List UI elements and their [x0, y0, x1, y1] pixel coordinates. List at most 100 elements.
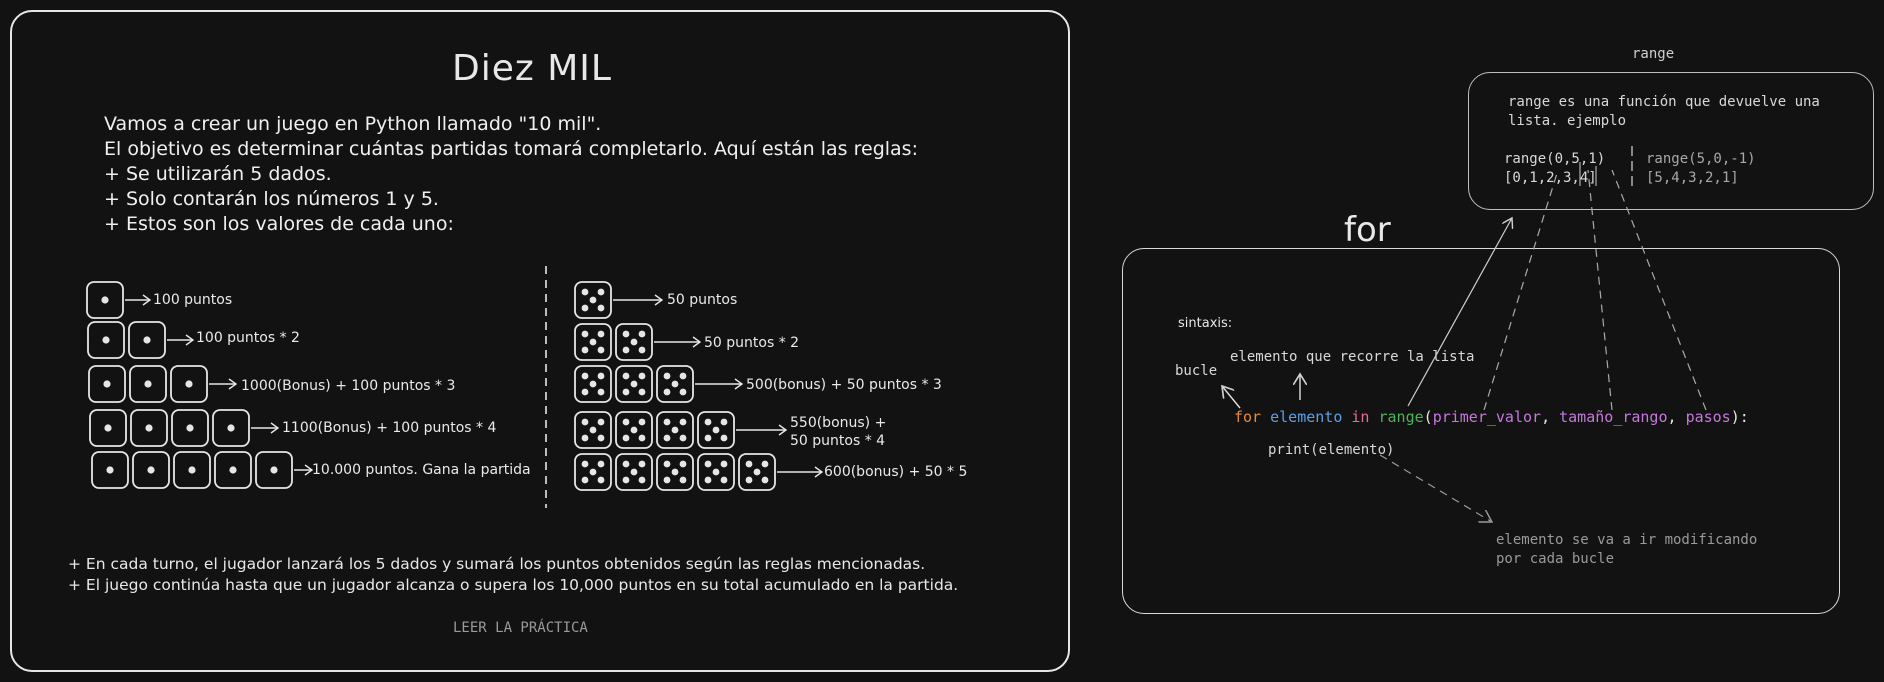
- pip: [671, 380, 679, 388]
- die-five-icon: [574, 323, 612, 361]
- die-one-icon: [130, 409, 168, 447]
- pip: [270, 466, 278, 474]
- pip: [147, 466, 155, 474]
- param-dash-1: [1483, 169, 1559, 411]
- modify-note-line: elemento se va a ir modificando: [1496, 532, 1758, 548]
- pip: [103, 380, 111, 388]
- die-one-icon: [214, 451, 252, 489]
- pip: [188, 466, 196, 474]
- pip: [638, 330, 646, 338]
- range-example-1: range(0,5,1) [0,1,2,3,4]: [1504, 150, 1605, 188]
- die-five-icon: [615, 453, 653, 491]
- arrow-head: [304, 464, 314, 476]
- pip: [581, 418, 589, 426]
- code-variable: elemento: [1270, 408, 1343, 426]
- pip: [101, 296, 109, 304]
- pip: [622, 388, 630, 396]
- die-five-icon: [615, 365, 653, 403]
- range-ex2-result: [5,4,3,2,1]: [1646, 170, 1739, 186]
- bucle-label: bucle: [1175, 363, 1218, 379]
- pip: [679, 388, 687, 396]
- range-desc-line: range es una función que devuelve una: [1508, 94, 1820, 110]
- pip: [581, 304, 589, 312]
- pip: [745, 460, 753, 468]
- range-desc-line: lista. ejemplo: [1508, 113, 1627, 129]
- code-param-2: tamaño_rango: [1559, 408, 1668, 426]
- pip: [145, 424, 153, 432]
- pip: [630, 380, 638, 388]
- pip: [106, 466, 114, 474]
- pip: [704, 418, 712, 426]
- range-desc: range es una función que devuelve una li…: [1508, 93, 1820, 131]
- pip: [712, 426, 720, 434]
- pip: [704, 434, 712, 442]
- arrow-head: [228, 378, 238, 390]
- pip: [589, 380, 597, 388]
- pip: [638, 372, 646, 380]
- die-one-icon: [88, 365, 126, 403]
- pip: [143, 336, 151, 344]
- pip: [663, 418, 671, 426]
- fives-label-3: 500(bonus) + 50 puntos * 3: [746, 377, 942, 393]
- range-title: range: [1632, 46, 1675, 62]
- modify-arrow: [1379, 454, 1492, 522]
- pip: [745, 476, 753, 484]
- pip: [622, 476, 630, 484]
- range-example-2: range(5,0,-1) [5,4,3,2,1]: [1646, 150, 1756, 188]
- pip: [720, 476, 728, 484]
- pip: [638, 418, 646, 426]
- rules-text: + En cada turno, el jugador lanzará los …: [68, 554, 958, 596]
- die-five-icon: [574, 453, 612, 491]
- die-one-icon: [170, 365, 208, 403]
- pip: [597, 346, 605, 354]
- print-line: print(elemento): [1268, 442, 1395, 458]
- pip: [589, 426, 597, 434]
- die-one-icon: [87, 321, 125, 359]
- pip: [144, 380, 152, 388]
- die-five-icon: [656, 411, 694, 449]
- intro-line: + Solo contarán los números 1 y 5.: [104, 188, 439, 210]
- pip: [630, 338, 638, 346]
- modify-note: elemento se va a ir modificando por cada…: [1496, 531, 1757, 569]
- pip: [581, 288, 589, 296]
- fives-label-5: 600(bonus) + 50 * 5: [824, 464, 968, 480]
- arrow-head: [142, 294, 152, 306]
- pip: [589, 468, 597, 476]
- pip: [185, 380, 193, 388]
- fives-label-4: 550(bonus) + 50 puntos * 4: [790, 414, 886, 450]
- pip: [622, 330, 630, 338]
- code-sep-1: ,: [1541, 408, 1560, 426]
- range-ex2-call: range(5,0,-1): [1646, 151, 1756, 167]
- pip: [102, 336, 110, 344]
- die-one-icon: [86, 281, 124, 319]
- pip: [186, 424, 194, 432]
- pip: [581, 388, 589, 396]
- elemento-note: elemento que recorre la lista: [1230, 349, 1475, 365]
- pip: [720, 460, 728, 468]
- read-practice-link[interactable]: LEER LA PRÁCTICA: [453, 620, 588, 636]
- page-title: Diez MIL: [452, 48, 612, 89]
- pip: [679, 460, 687, 468]
- arrow-head: [814, 466, 824, 478]
- intro-line: El objetivo es determinar cuántas partid…: [104, 138, 918, 160]
- pip: [638, 460, 646, 468]
- for-panel: [1122, 248, 1840, 614]
- intro-text: Vamos a crear un juego en Python llamado…: [104, 112, 918, 237]
- rule-line: + En cada turno, el jugador lanzará los …: [68, 555, 926, 573]
- pip: [104, 424, 112, 432]
- code-param-3: pasos: [1685, 408, 1731, 426]
- code-for-keyword: for: [1234, 408, 1262, 426]
- pip: [622, 418, 630, 426]
- ones-label-3: 1000(Bonus) + 100 puntos * 3: [241, 378, 456, 394]
- ones-label-2: 100 puntos * 2: [196, 330, 300, 346]
- intro-line: + Se utilizarán 5 dados.: [104, 163, 332, 185]
- die-one-icon: [89, 409, 127, 447]
- pip: [622, 372, 630, 380]
- pip: [663, 388, 671, 396]
- pip: [679, 418, 687, 426]
- intro-line: Vamos a crear un juego en Python llamado…: [104, 113, 602, 135]
- pip: [704, 476, 712, 484]
- pip: [704, 460, 712, 468]
